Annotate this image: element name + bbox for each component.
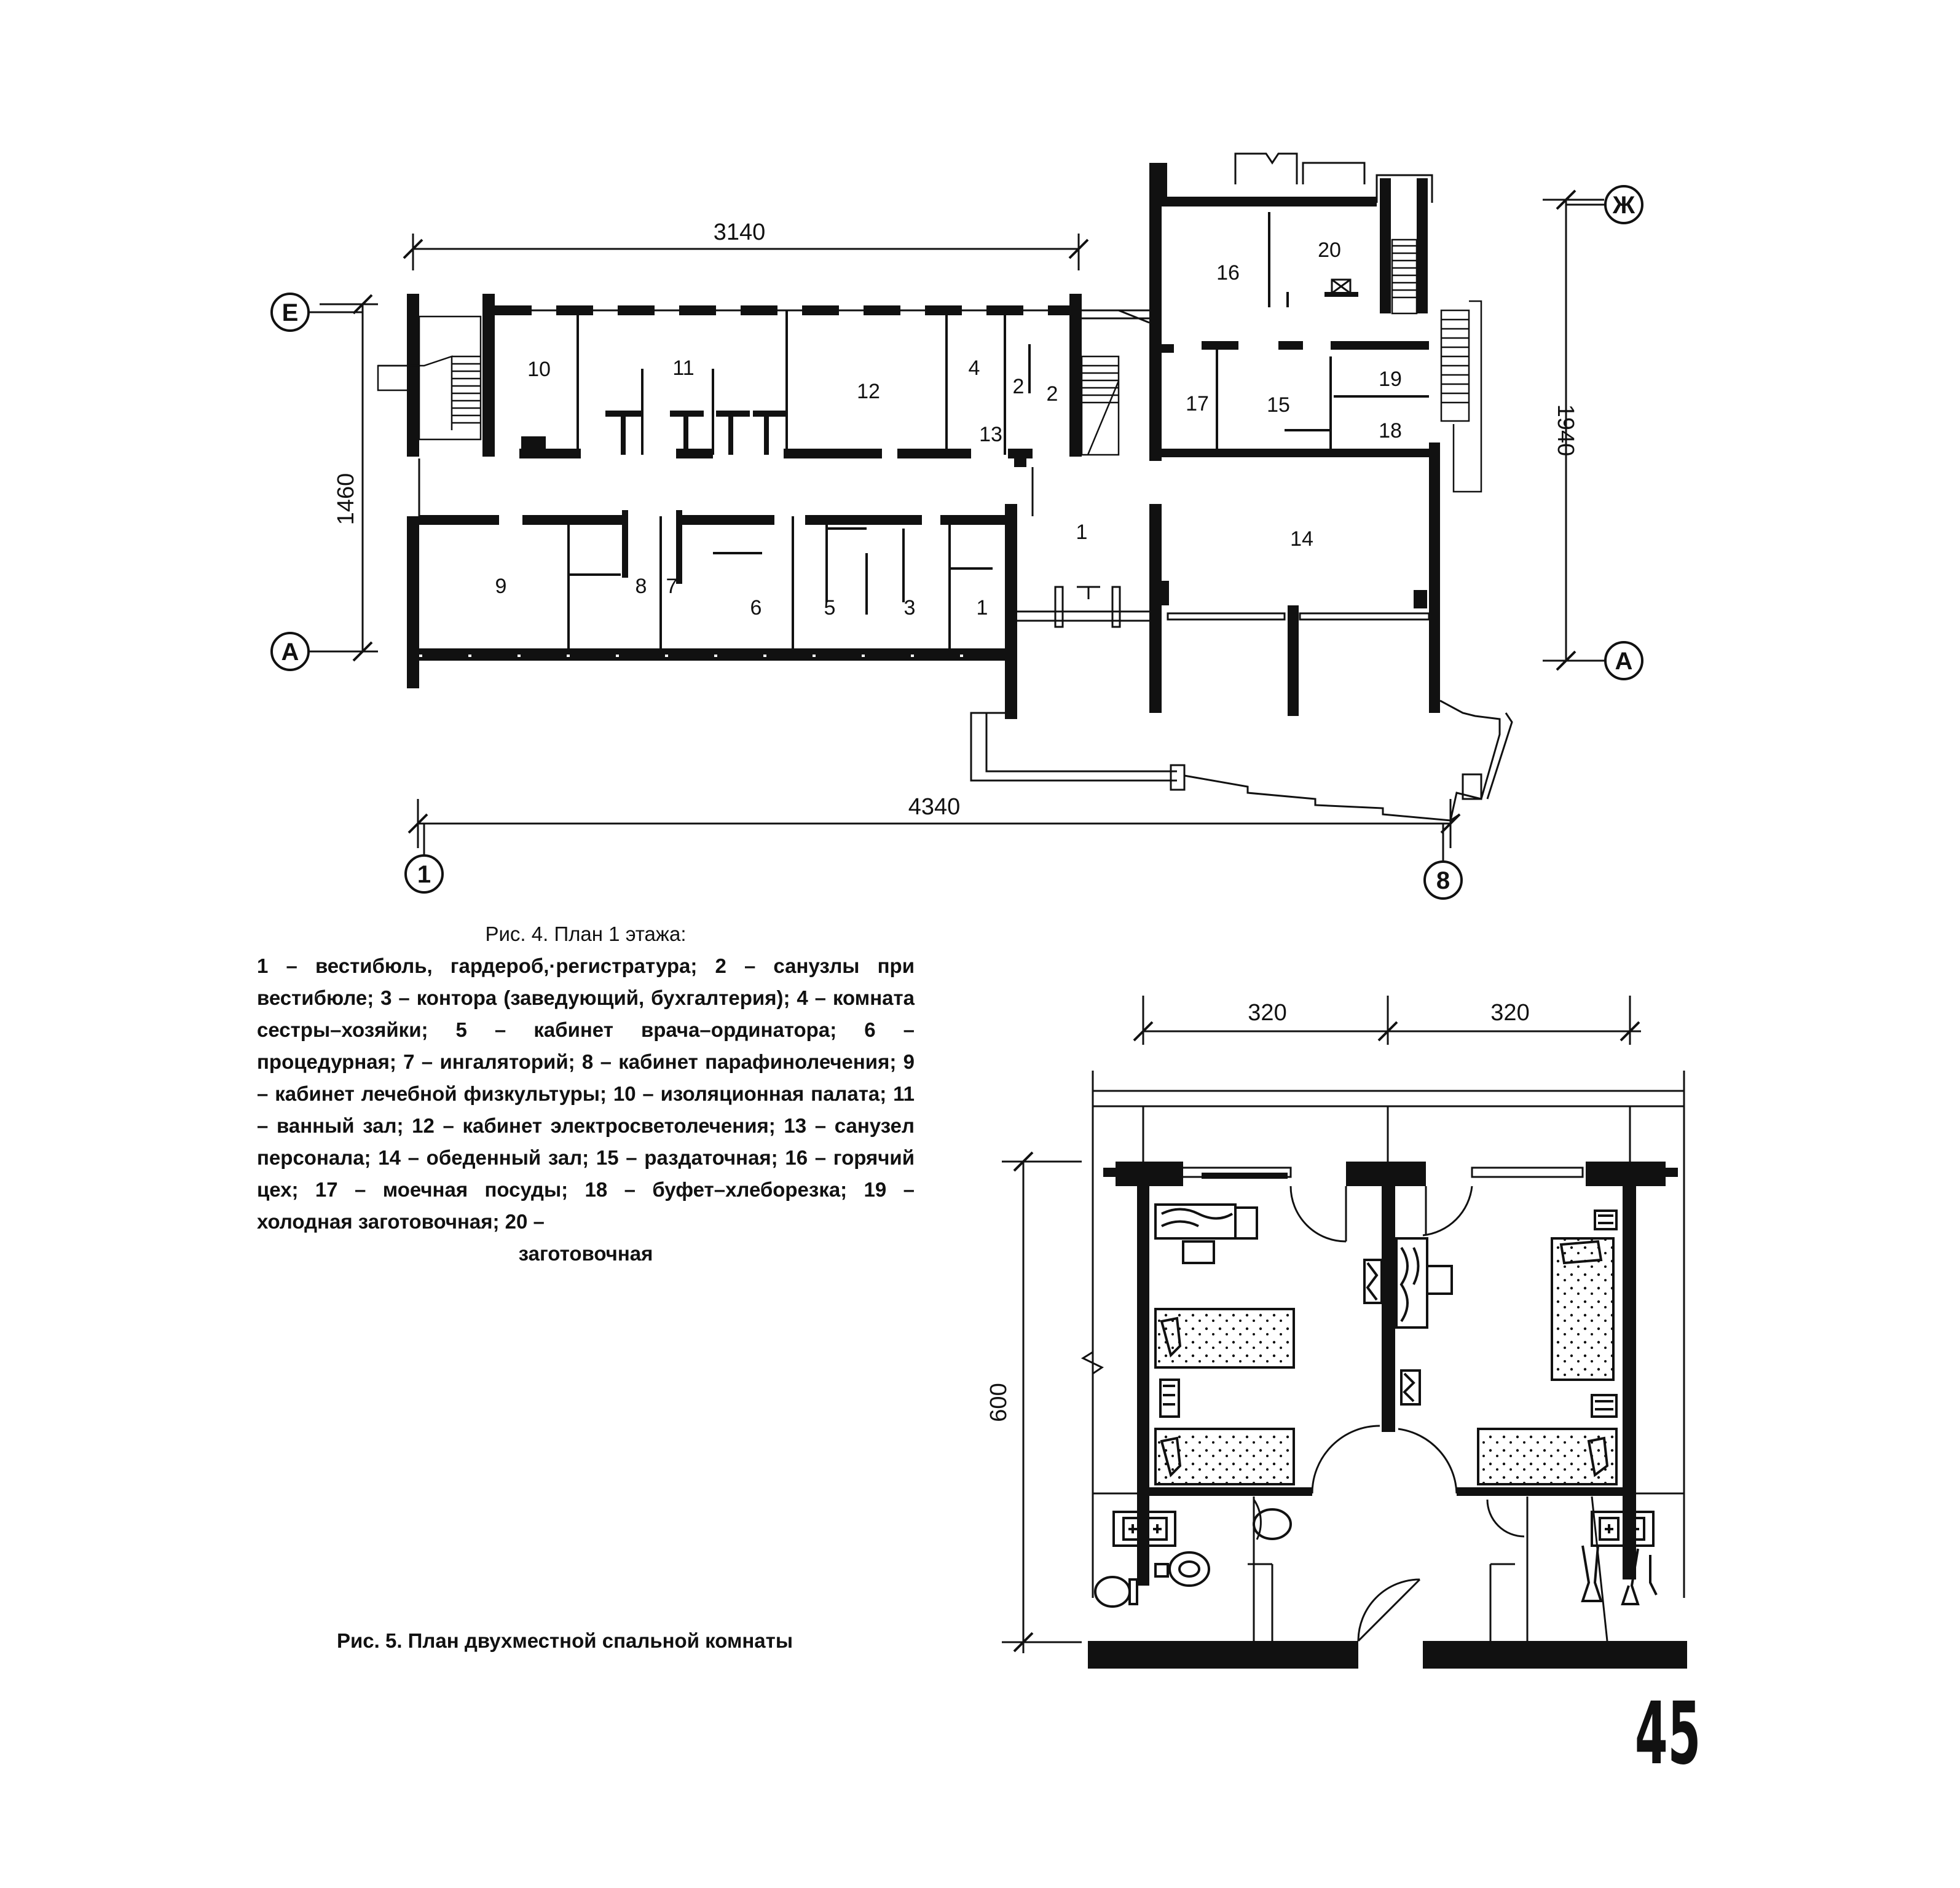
figure-5-caption: Рис. 5. План двухместной спальной комнат… <box>337 1629 793 1652</box>
dimension-left-label: 1460 <box>333 473 359 525</box>
balcony <box>1092 1071 1685 1598</box>
room-label: 20 <box>1318 238 1341 262</box>
room-label: 4 <box>969 356 980 380</box>
svg-text:Е: Е <box>282 299 299 326</box>
dimension-bottom-label: 4340 <box>908 794 961 820</box>
interior-partitions <box>567 212 1429 651</box>
svg-text:А: А <box>281 639 299 666</box>
room-label: 15 <box>1267 393 1290 417</box>
bathroom-fixtures-right <box>1581 1511 1658 1605</box>
dimension-left: 1460 <box>320 294 378 662</box>
room-label: 18 <box>1379 419 1402 442</box>
corridor-top-wall <box>495 305 1149 320</box>
stair-west <box>377 315 482 441</box>
doors <box>1253 1186 1525 1642</box>
figure-4-caption: Рис. 4. План 1 этажа: 1 – вестибюль, гар… <box>257 918 915 1270</box>
room-label: 14 <box>1290 527 1313 551</box>
figure-4-legend: 1 – вестибюль, гардероб,·регистратура; 2… <box>257 954 915 1233</box>
dimension-left-module-label: 320 <box>1248 1000 1286 1026</box>
room-label: 17 <box>1186 392 1209 415</box>
bed-right-vertical <box>1551 1237 1615 1381</box>
cross-walls <box>1088 1186 1687 1669</box>
room-labels: 1 2 2 3 4 5 6 7 8 9 10 11 12 13 14 15 16… <box>495 238 1402 620</box>
figure-4-title: Рис. 4. План 1 этажа: <box>485 922 687 945</box>
dimension-top: 3140 <box>403 219 1089 270</box>
wardrobe-center <box>1363 1237 1453 1406</box>
corridor-walls <box>419 449 1033 525</box>
dimension-right: 1940 <box>1543 189 1604 671</box>
partition-stubs <box>521 341 1429 608</box>
room-label: 9 <box>495 575 507 598</box>
dimension-right-module-label: 320 <box>1490 1000 1529 1026</box>
corridor-outline <box>418 309 1150 714</box>
kitchen-block <box>1156 152 1433 307</box>
dimension-right-label: 1940 <box>1553 404 1578 457</box>
axis-marker-a-left: А <box>270 632 378 671</box>
bed-right-lower <box>1477 1428 1618 1485</box>
room-label: 6 <box>750 596 762 620</box>
room-label: 1 <box>977 596 988 620</box>
desk-left <box>1154 1203 1258 1264</box>
room-label: 13 <box>979 423 1002 446</box>
entrance-vestibule <box>1017 586 1430 628</box>
svg-text:А: А <box>1615 648 1633 675</box>
bed-left-upper <box>1154 1308 1295 1369</box>
axis-marker-e: Е <box>270 293 363 332</box>
room-label: 8 <box>636 575 647 598</box>
room-label: 2 <box>1047 382 1058 406</box>
dimension-depth: 600 <box>986 1151 1082 1653</box>
room-label: 5 <box>824 596 836 620</box>
figure-4-legend-tail: заготовочная <box>518 1242 653 1265</box>
dimension-bottom: 4340 <box>407 794 1461 848</box>
room-label: 7 <box>666 575 678 598</box>
svg-text:1: 1 <box>417 861 431 888</box>
bathroom-partitions <box>1093 1492 1684 1642</box>
exterior-walls <box>407 163 1440 719</box>
nightstands <box>1159 1210 1618 1418</box>
room-label: 12 <box>857 380 880 403</box>
bed-left-lower <box>1154 1428 1295 1485</box>
axis-marker-a-right: А <box>1566 641 1643 680</box>
axis-marker-zh: Ж <box>1566 185 1643 224</box>
dimension-top-label: 3140 <box>714 219 766 245</box>
room-label: 3 <box>904 596 916 620</box>
floor-plan-1: 3140 4340 1460 1940 <box>270 152 1643 900</box>
window-wall <box>1103 1162 1678 1186</box>
room-label: 16 <box>1216 261 1240 285</box>
svg-text:Ж: Ж <box>1612 192 1635 219</box>
dimension-modules: 320 320 <box>1133 996 1641 1045</box>
bedroom-plan: 320 320 600 <box>986 996 1687 1669</box>
bathroom-fixtures-left <box>1094 1508 1292 1608</box>
room-label: 1 <box>1076 521 1088 544</box>
break-lines <box>1080 1343 1685 1401</box>
stair-east <box>1391 238 1482 493</box>
room-label: 2 <box>1013 375 1025 398</box>
axis-marker-8: 8 <box>1423 824 1463 900</box>
stair-central <box>1080 355 1120 456</box>
room-label: 10 <box>527 358 551 381</box>
terrace <box>970 699 1513 822</box>
dimension-depth-label: 600 <box>986 1383 1012 1422</box>
page-number: 45 <box>1635 1684 1701 1784</box>
room-label: 19 <box>1379 368 1402 391</box>
svg-text:8: 8 <box>1436 867 1450 894</box>
room-label: 11 <box>672 356 694 380</box>
axis-marker-1: 1 <box>404 824 444 894</box>
